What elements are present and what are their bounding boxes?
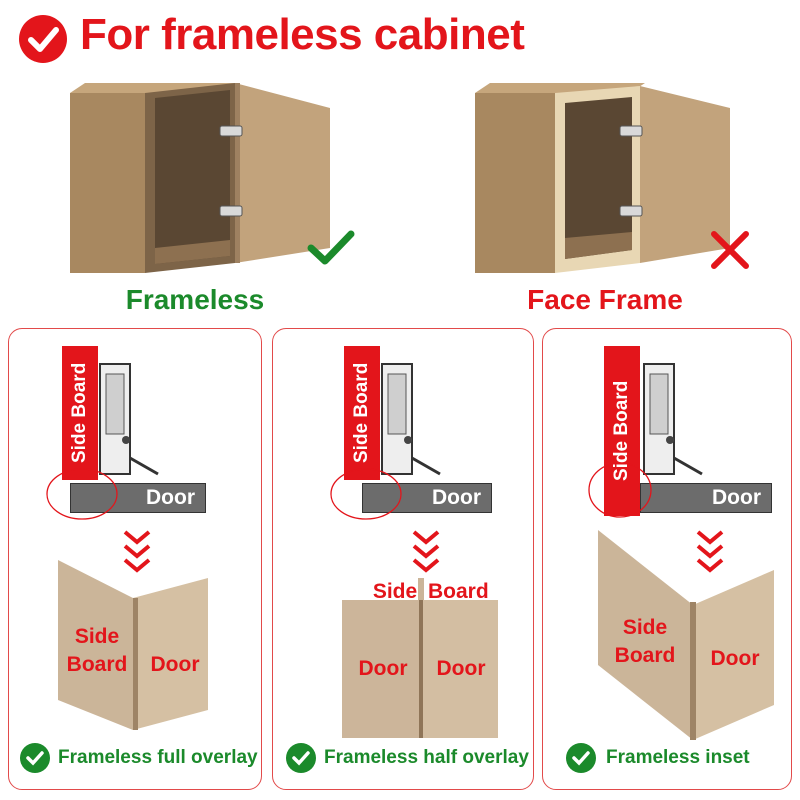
- cross-icon: [711, 231, 749, 269]
- zoom-circle-icon: [46, 468, 118, 520]
- side-label: Side: [372, 580, 418, 603]
- check-circle-icon: [286, 743, 316, 773]
- red-check-badge-icon: [19, 15, 67, 63]
- face-frame-label: Face Frame: [527, 284, 683, 315]
- panel-full-overlay: [8, 328, 262, 790]
- side-board-label: Side Board: [69, 362, 90, 464]
- frameless-cabinet-illustration: [70, 83, 330, 273]
- check-icon: [307, 230, 355, 265]
- hinge-icon: [99, 363, 159, 476]
- face-frame-cabinet-illustration: [475, 83, 730, 273]
- wood-corner-inset: [598, 530, 774, 740]
- zoom-circle-icon: [330, 468, 402, 520]
- check-circle-icon: [20, 743, 50, 773]
- side-board-label: Side Board: [351, 362, 372, 464]
- wood-side-board-label: Side Board: [66, 625, 128, 676]
- wood-side-board-label: Side Board: [614, 616, 676, 667]
- wood-door-label: Door: [710, 647, 760, 670]
- wood-door-label: Door: [150, 653, 200, 676]
- footer-label: Frameless inset: [606, 747, 750, 768]
- chevron-down-icon: [412, 530, 440, 573]
- panel-inset: [542, 328, 792, 790]
- frameless-label: Frameless: [125, 284, 265, 315]
- wood-door-left-label: Door: [358, 657, 408, 680]
- wood-half-overlay: [342, 578, 498, 738]
- side-board-label-box: Side Board: [62, 346, 98, 480]
- side-board-label-box: Side Board: [604, 346, 640, 516]
- check-circle-icon: [566, 743, 596, 773]
- hinge-icon: [381, 363, 441, 476]
- zoom-circle-icon: [588, 462, 652, 518]
- wood-corner-full-overlay: [58, 560, 208, 730]
- door-label: Door: [70, 483, 206, 513]
- chevron-down-icon: [123, 530, 151, 573]
- door-label: Door: [640, 483, 772, 513]
- door-label: Door: [362, 483, 492, 513]
- side-board-label-box: Side Board: [344, 346, 380, 480]
- hinge-icon: [643, 363, 703, 476]
- page-title: For frameless cabinet: [80, 10, 525, 59]
- footer-label: Frameless half overlay: [324, 747, 529, 768]
- board-label: Board: [428, 580, 489, 603]
- panel-half-overlay: [272, 328, 534, 790]
- footer-label: Frameless full overlay: [58, 747, 258, 768]
- chevron-down-icon: [696, 530, 724, 573]
- wood-door-right-label: Door: [436, 657, 486, 680]
